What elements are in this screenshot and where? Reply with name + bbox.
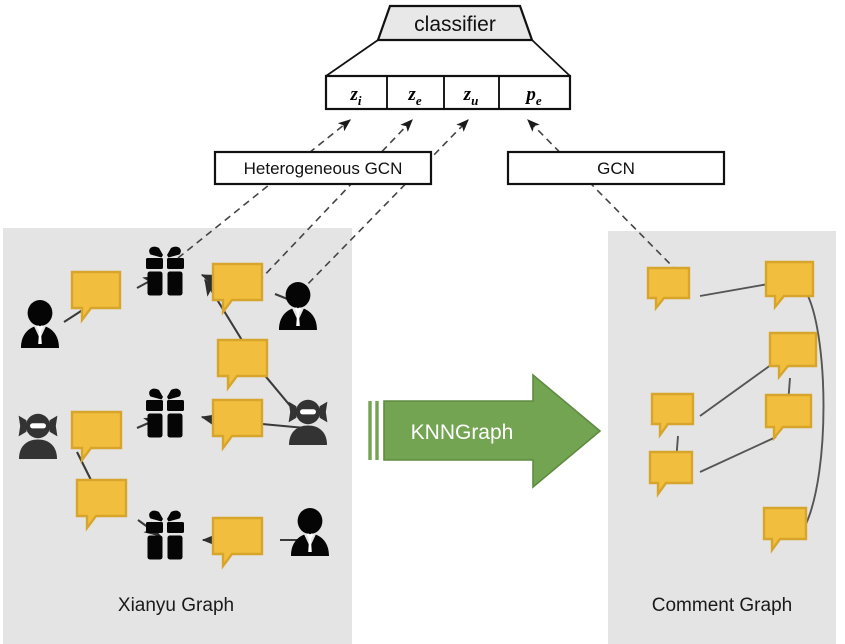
dashed-flow-lines — [177, 119, 679, 293]
heterogeneous-gcn-box[interactable]: Heterogeneous GCN — [213, 150, 433, 186]
vector-cell-z-u[interactable]: zu — [463, 84, 479, 108]
comment-bubble-icon[interactable] — [650, 392, 695, 439]
comment-bubble-icon[interactable] — [216, 338, 269, 392]
comment-bubble-icon[interactable] — [211, 398, 264, 452]
comment-bubble-icon[interactable] — [70, 410, 123, 464]
comment-graph-edges — [675, 282, 825, 525]
comment-bubble-icon[interactable] — [764, 260, 815, 311]
classifier-node[interactable]: classifier — [376, 4, 534, 42]
comment-bubble-icon[interactable] — [768, 331, 818, 381]
gcn-label: GCN — [597, 159, 635, 178]
knngraph-arrow[interactable]: KNNGraph — [368, 373, 602, 489]
comment-graph-nodes — [646, 260, 818, 554]
xianyu-graph-label: Xianyu Graph — [118, 595, 234, 616]
comment-bubble-icon[interactable] — [648, 450, 694, 498]
heterogeneous-gcn-label: Heterogeneous GCN — [244, 159, 403, 178]
comment-bubble-icon[interactable] — [70, 270, 122, 324]
feature-vector: zi ze zu pe — [324, 74, 572, 111]
comment-bubble-icon[interactable] — [211, 516, 264, 570]
knngraph-label: KNNGraph — [411, 421, 514, 444]
comment-graph-panel — [608, 231, 836, 644]
classifier-funnel — [325, 39, 571, 77]
xianyu-comment-nodes — [70, 262, 269, 570]
comment-bubble-icon[interactable] — [75, 478, 128, 532]
comment-bubble-icon[interactable] — [764, 393, 813, 442]
vector-cell-z-i[interactable]: zi — [349, 84, 361, 108]
vector-cell-z-e[interactable]: ze — [407, 84, 421, 108]
comment-graph-label: Comment Graph — [652, 595, 792, 616]
gcn-box[interactable]: GCN — [506, 150, 726, 186]
comment-bubble-icon[interactable] — [646, 266, 691, 312]
classifier-label: classifier — [414, 13, 496, 36]
vector-cell-p-e[interactable]: pe — [524, 84, 542, 108]
comment-bubble-icon[interactable] — [211, 262, 264, 316]
comment-bubble-icon[interactable] — [762, 506, 808, 554]
